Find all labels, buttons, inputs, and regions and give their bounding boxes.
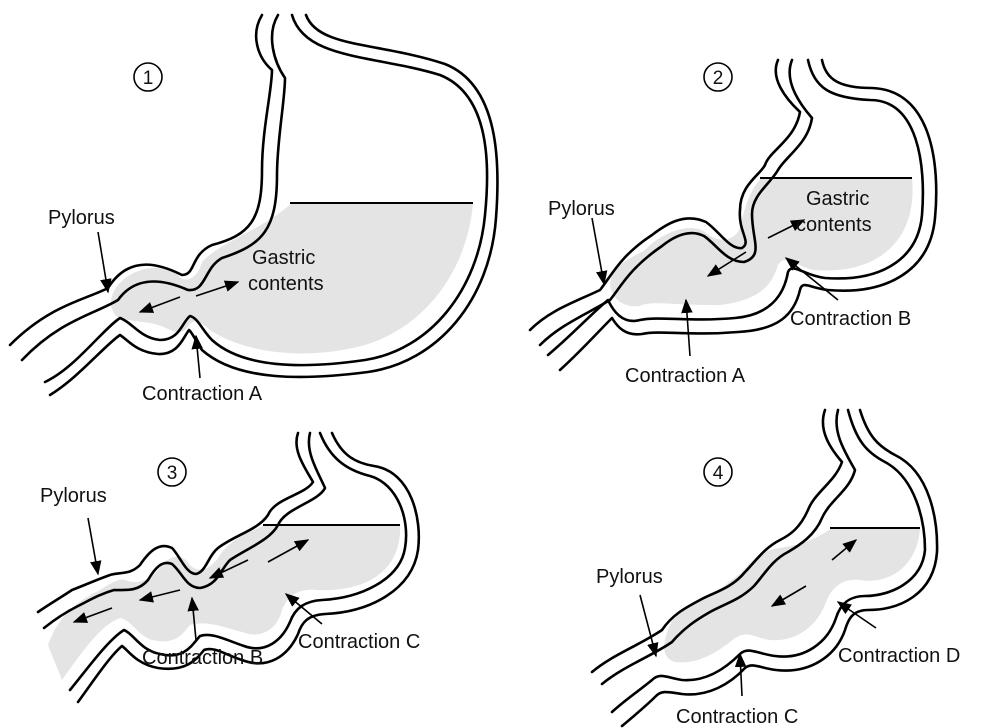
- gastric-contents-label: Gastric: [252, 247, 315, 269]
- contraction-d-pointer: [838, 602, 876, 628]
- contraction-b-label: Contraction B: [790, 308, 911, 330]
- pylorus-pointer: [592, 218, 604, 284]
- contraction-c-label: Contraction C: [676, 706, 798, 728]
- pylorus-label: Pylorus: [48, 207, 115, 229]
- panel-2: 2 Pylorus Gastric contents Contraction A…: [530, 60, 936, 387]
- contraction-a-pointer: [686, 300, 690, 356]
- gastric-contents-label: contents: [796, 214, 872, 236]
- gastric-contents-label: contents: [248, 273, 324, 295]
- panel-number: 3: [167, 463, 178, 484]
- panel-4: 4 Pylorus Contraction C Contraction D: [592, 410, 960, 728]
- contraction-d-label: Contraction D: [838, 645, 960, 667]
- gastric-contents-label: Gastric: [806, 188, 869, 210]
- pylorus-pointer: [88, 518, 98, 574]
- contraction-a-label: Contraction A: [142, 383, 263, 405]
- contraction-c-pointer: [740, 654, 742, 696]
- panel-3: 3 Pylorus Contraction B Contraction C: [38, 433, 420, 702]
- panel-number: 1: [143, 68, 154, 89]
- pylorus-pointer: [640, 595, 656, 656]
- panel-number: 4: [713, 463, 724, 484]
- panel-number: 2: [713, 68, 724, 89]
- contraction-a-label: Contraction A: [625, 365, 746, 387]
- pylorus-label: Pylorus: [40, 485, 107, 507]
- pylorus-label: Pylorus: [548, 198, 615, 220]
- contraction-c-label: Contraction C: [298, 631, 420, 653]
- contraction-b-label: Contraction B: [142, 647, 263, 669]
- pylorus-pointer: [98, 232, 108, 292]
- pylorus-label: Pylorus: [596, 566, 663, 588]
- panel-1: 1 Pylorus Gastric contents Contraction A: [10, 15, 498, 405]
